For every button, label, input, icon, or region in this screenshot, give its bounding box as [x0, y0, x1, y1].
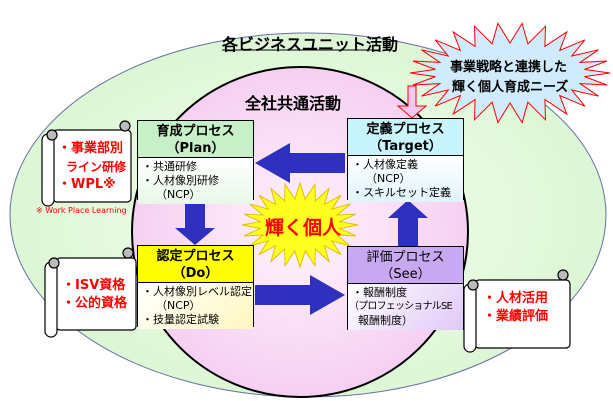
see-title: 評価プロセス [366, 250, 445, 265]
do-title: 認定プロセス [156, 249, 235, 264]
callout-starburst [409, 22, 611, 124]
plan-subtitle: （Plan） [166, 141, 225, 156]
plan-item: ・共通研修 [142, 160, 197, 173]
see-item: 報酬制度） [358, 314, 413, 327]
outer-title: 各ビジネスユニット活動 [222, 35, 399, 54]
scroll-left-top [41, 120, 132, 207]
plan-item: （NCP） [156, 188, 201, 201]
callout-line2: 輝く個人育成ニーズ [452, 80, 569, 95]
do-box: 認定プロセス （Do） ・人材像別レベル認定（NCP）・技量認定試験 [137, 245, 254, 329]
scroll-item: ・人材活用 [483, 291, 549, 306]
scroll-item: ・事業部別 [58, 141, 124, 156]
target-item: ・スキルセット定義 [352, 186, 451, 199]
scroll-left-bottom-text: ・ISV資格 ・公的資格 [62, 277, 127, 313]
scroll-right-text: ・人材活用 ・業績評価 [483, 290, 548, 326]
see-item: ・報酬制度 [352, 286, 407, 299]
target-box: 定義プロセス （Target） ・人材像定義（NCP）・スキルセット定義 [347, 118, 464, 202]
arrow-see-to-target [388, 200, 428, 248]
arrow-target-to-plan [255, 143, 345, 183]
scroll-item: ・公的資格 [62, 296, 128, 311]
do-item: ・人材像別レベル認定 [142, 285, 252, 298]
target-item: ・人材像定義 [352, 158, 418, 171]
plan-title: 育成プロセス [156, 124, 235, 139]
inner-title: 全社共通活動 [245, 94, 342, 113]
arrow-do-to-see [255, 275, 345, 315]
do-subtitle: （Do） [172, 266, 219, 281]
scroll-item: ・業績評価 [483, 309, 549, 324]
plan-box: 育成プロセス （Plan） ・共通研修・人材像別研修（NCP） [137, 120, 254, 204]
see-subtitle: （See） [380, 267, 431, 282]
scroll-left-top-text: ・事業部別 ライン研修 ・WPL※ [58, 140, 126, 194]
do-item: ・技量認定試験 [142, 313, 219, 326]
see-box: 評価プロセス （See） ・報酬制度 （プロフェッショナルSE 報酬制度） [347, 246, 464, 330]
center-label: 輝く個人 [265, 217, 342, 239]
target-title: 定義プロセス [366, 122, 445, 137]
target-subtitle: （Target） [369, 139, 442, 154]
wpl-note: ※ Work Place Learning [36, 206, 127, 215]
center-starburst [241, 181, 359, 269]
callout-line1: 事業戦略と連携した [450, 60, 568, 75]
scroll-item: ・WPL※ [58, 177, 116, 192]
callout-pointer [396, 85, 428, 119]
see-item: （プロフェッショナルSE [349, 301, 453, 312]
target-item: （NCP） [366, 172, 411, 185]
scroll-right [463, 269, 571, 353]
plan-item: ・人材像別研修 [142, 174, 219, 187]
scroll-left-bottom [44, 247, 137, 338]
scroll-item: ・ISV資格 [62, 278, 126, 293]
do-item: （NCP） [156, 299, 201, 312]
scroll-item: ライン研修 [66, 160, 127, 174]
arrow-plan-to-do [175, 200, 215, 245]
